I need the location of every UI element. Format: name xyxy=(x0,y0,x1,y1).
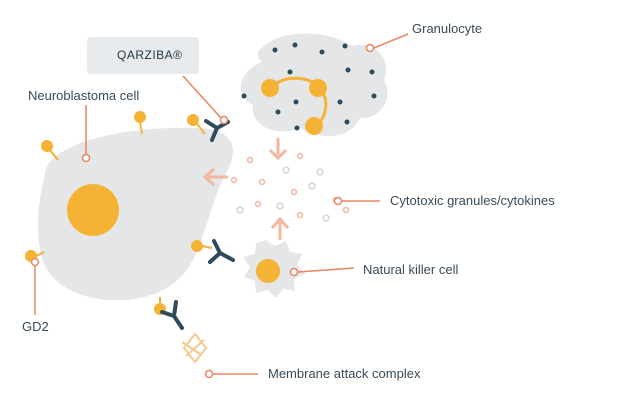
label-neuroblastoma-cell: Neuroblastoma cell xyxy=(28,88,140,103)
qarziba-brand: QARZIBA® xyxy=(117,48,183,62)
label-natural-killer-cell: Natural killer cell xyxy=(363,262,459,277)
neuroblastoma-cell xyxy=(37,127,233,301)
antibody-nk xyxy=(208,239,235,264)
granulocyte-nucleus-lobe xyxy=(261,79,279,97)
granulocyte-nucleus-lobe xyxy=(309,79,327,97)
neuroblastoma-nucleus xyxy=(67,184,119,236)
arrows xyxy=(202,138,290,240)
antibody-mac xyxy=(160,300,184,330)
label-cytotoxic-granules: Cytotoxic granules/cytokines xyxy=(390,193,555,208)
gd2-antigens xyxy=(25,111,213,315)
qarziba-badge: QARZIBA® xyxy=(87,37,199,74)
label-gd2: GD2 xyxy=(22,319,49,334)
leader-terminals xyxy=(30,43,375,379)
cytotoxic-granules xyxy=(230,152,350,222)
membrane-attack-complex xyxy=(181,332,208,364)
leader-lines xyxy=(34,33,409,375)
label-membrane-attack-complex: Membrane attack complex xyxy=(268,366,421,381)
granule-dots xyxy=(241,42,377,131)
granulocyte-nucleus-lobe xyxy=(305,117,323,135)
label-granulocyte: Granulocyte xyxy=(412,21,483,36)
nk-nucleus xyxy=(256,259,280,283)
